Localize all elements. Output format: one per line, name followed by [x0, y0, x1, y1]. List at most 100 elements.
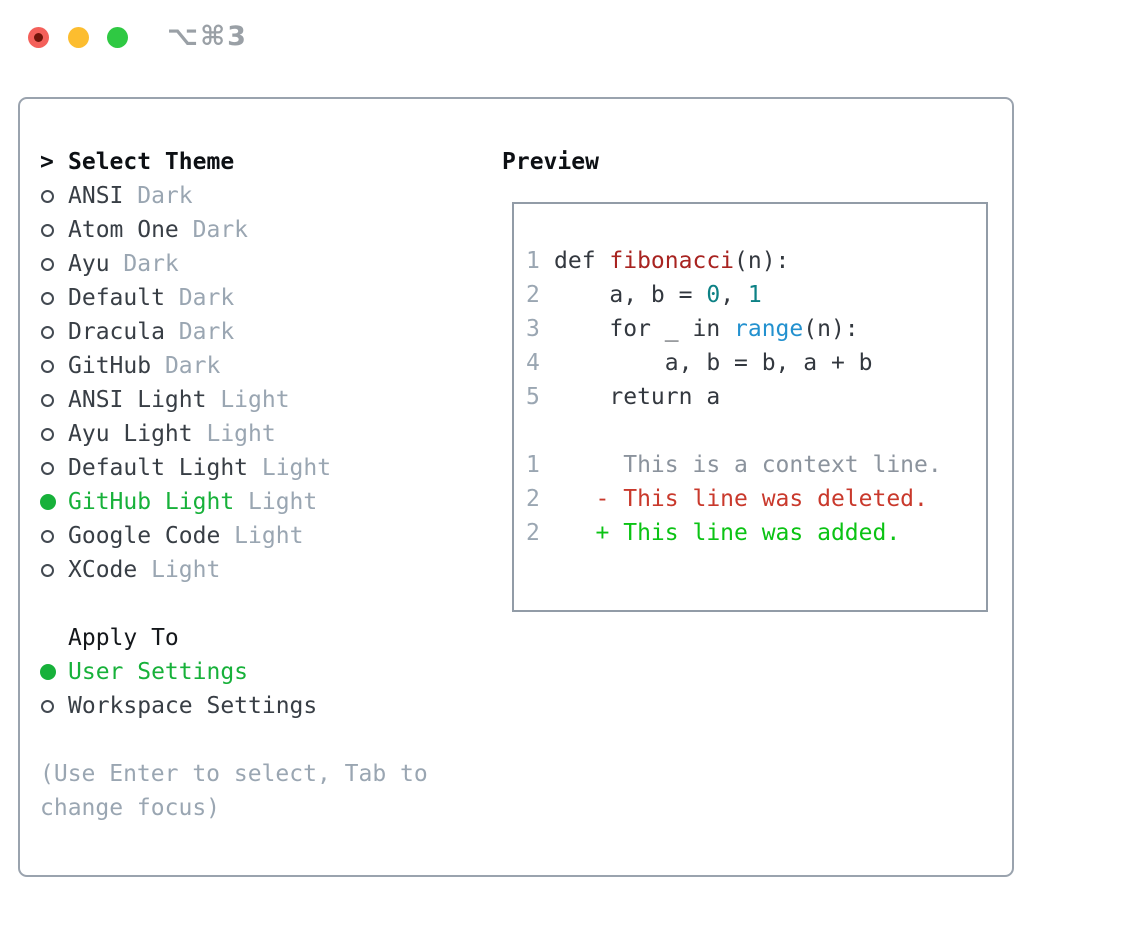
preview-line: 2 - This line was deleted.	[526, 482, 976, 516]
preview-line	[526, 414, 976, 448]
help-line: (Use Enter to select, Tab to	[40, 761, 428, 787]
theme-variant-label: Light	[137, 557, 221, 583]
code-segment: (n):	[803, 316, 859, 342]
preview-line: 2 a, b = 0, 1	[526, 278, 976, 312]
theme-option[interactable]: Default Dark	[40, 281, 428, 315]
line-number: 5	[526, 384, 540, 410]
option-label: Default Light	[68, 455, 249, 481]
option-label: ANSI	[68, 183, 124, 209]
title-bar: ⌥⌘3	[0, 0, 1140, 70]
theme-option[interactable]: ANSI Light Light	[40, 383, 428, 417]
code-segment: def	[554, 248, 610, 274]
radio-dot-icon	[41, 257, 54, 271]
radio-unselected-icon	[40, 257, 68, 271]
theme-option[interactable]: GitHub Light Light	[40, 485, 428, 519]
radio-unselected-icon	[40, 223, 68, 237]
option-label: XCode	[68, 557, 138, 583]
cursor-prefix: >	[40, 149, 54, 175]
option-label: Google Code	[68, 523, 221, 549]
option-label: GitHub	[68, 353, 152, 379]
code-segment: range	[734, 316, 804, 342]
theme-option[interactable]: Ayu Light Light	[40, 417, 428, 451]
theme-variant-label: Light	[192, 421, 276, 447]
radio-unselected-icon	[40, 699, 68, 713]
window-title: ⌥⌘3	[167, 21, 248, 52]
theme-variant-label: Dark	[151, 353, 221, 379]
close-button[interactable]	[28, 27, 49, 48]
radio-unselected-icon	[40, 189, 68, 203]
option-label: Ayu	[68, 251, 110, 277]
theme-variant-label: Light	[248, 455, 332, 481]
option-label: Default	[68, 285, 165, 311]
theme-option[interactable]: Dracula Dark	[40, 315, 428, 349]
radio-dot-icon	[41, 359, 54, 373]
preview-line: 3 for _ in range(n):	[526, 312, 976, 346]
option-label: User Settings	[68, 659, 249, 685]
radio-selected-icon	[40, 494, 68, 510]
radio-dot-icon	[41, 461, 54, 475]
preview-line: 4 a, b = b, a + b	[526, 346, 976, 380]
theme-variant-label: Light	[234, 489, 318, 515]
line-number: 2	[526, 486, 540, 512]
radio-dot-icon	[41, 563, 54, 577]
radio-dot-icon	[40, 664, 56, 680]
code-segment: 0	[706, 282, 721, 308]
line-number: 2	[526, 520, 540, 546]
radio-unselected-icon	[40, 359, 68, 373]
line-number: 1	[526, 248, 540, 274]
theme-variant-label: Light	[206, 387, 290, 413]
option-label: GitHub Light	[68, 489, 235, 515]
option-label: Ayu Light	[68, 421, 193, 447]
theme-option[interactable]: Ayu Dark	[40, 247, 428, 281]
help-line: change focus)	[40, 795, 221, 821]
radio-dot-icon	[41, 529, 54, 543]
radio-unselected-icon	[40, 393, 68, 407]
theme-option[interactable]: ANSI Dark	[40, 179, 428, 213]
apply-to-option[interactable]: Workspace Settings	[40, 689, 428, 723]
code-segment: return a	[554, 384, 721, 410]
spacer-row	[40, 723, 428, 757]
radio-unselected-icon	[40, 291, 68, 305]
zoom-button[interactable]	[107, 27, 128, 48]
theme-option[interactable]: Google Code Light	[40, 519, 428, 553]
option-label: Dracula	[68, 319, 165, 345]
code-segment: (n):	[734, 248, 790, 274]
radio-dot-icon	[40, 494, 56, 510]
code-segment: - This line was deleted.	[554, 486, 928, 512]
code-segment: ,	[720, 282, 748, 308]
preview-line: 1 This is a context line.	[526, 448, 976, 482]
radio-dot-icon	[41, 699, 54, 713]
theme-option[interactable]: XCode Light	[40, 553, 428, 587]
radio-unselected-icon	[40, 325, 68, 339]
theme-option[interactable]: Atom One Dark	[40, 213, 428, 247]
radio-dot-icon	[41, 427, 54, 441]
theme-variant-label: Dark	[164, 285, 235, 311]
radio-dot-icon	[41, 189, 54, 203]
radio-unselected-icon	[40, 427, 68, 441]
preview-line: 5 return a	[526, 380, 976, 414]
radio-dot-icon	[41, 291, 54, 305]
line-number: 4	[526, 350, 540, 376]
select-theme-header: > Select Theme	[40, 145, 428, 179]
theme-variant-label: Dark	[109, 251, 179, 277]
radio-dot-icon	[41, 393, 54, 407]
theme-variant-label: Dark	[164, 319, 235, 345]
minimize-button[interactable]	[68, 27, 89, 48]
apply-to-header: Apply To	[40, 621, 428, 655]
select-theme-title: Select Theme	[68, 149, 235, 175]
preview-title: Preview	[502, 149, 599, 175]
spacer-row	[40, 587, 428, 621]
code-segment: + This line was added.	[554, 520, 901, 546]
theme-variant-label: Light	[220, 523, 304, 549]
theme-option[interactable]: Default Light Light	[40, 451, 428, 485]
option-label: Workspace Settings	[68, 693, 318, 719]
theme-option[interactable]: GitHub Dark	[40, 349, 428, 383]
apply-to-option[interactable]: User Settings	[40, 655, 428, 689]
option-label: ANSI Light	[68, 387, 207, 413]
